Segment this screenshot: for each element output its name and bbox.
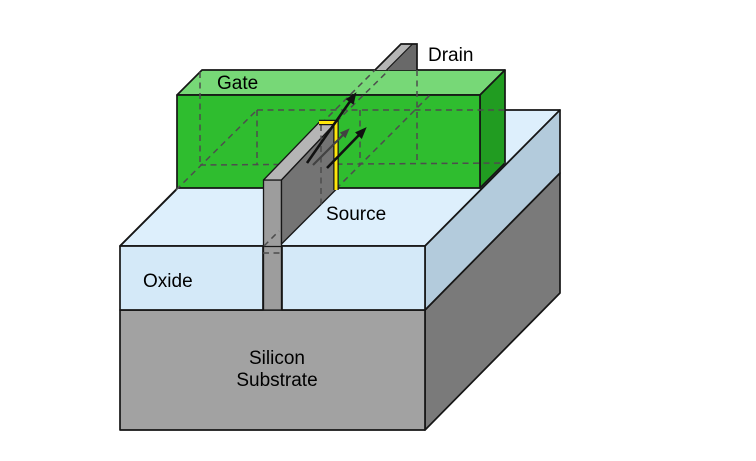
- fin-source-section: [262, 121, 337, 311]
- current-arrow-right: [326, 127, 367, 169]
- current-arrow-long: [305, 92, 357, 164]
- fin-base-hidden-edge: [335, 94, 431, 190]
- oxide-top-left-edge: [119, 189, 177, 247]
- oxide-label: Oxide: [143, 271, 193, 292]
- hidden-edge-lines: [175, 69, 506, 191]
- oxide-left-hidden-edge: [175, 109, 258, 191]
- gate-label: Gate: [217, 73, 258, 94]
- substrate-label-line2: Substrate: [236, 370, 317, 391]
- current-arrow-middle: [312, 128, 350, 166]
- drain-outline: [374, 43, 418, 71]
- silicon-substrate-block: [119, 172, 561, 431]
- drain-side-face: [386, 44, 417, 70]
- substrate-label-line1: Silicon: [249, 348, 305, 369]
- gate-back-bottom-hidden-edge: [199, 162, 506, 166]
- fin-front-end-face: [262, 179, 283, 311]
- drain-label: Drain: [428, 45, 473, 66]
- current-flow-arrows: [305, 92, 367, 169]
- labels: Gate Drain Source Oxide Silicon Substrat…: [143, 45, 473, 391]
- fin-top-left-hidden-edge: [320, 69, 376, 125]
- drain-top-face: [375, 44, 413, 70]
- drain-faces-divider-edge: [386, 43, 413, 71]
- hidden-edge-lines-over-fin: [263, 125, 322, 254]
- fin-drain-section: [374, 43, 418, 71]
- trench-left-hidden-edge: [263, 230, 280, 247]
- source-label: Source: [326, 204, 386, 225]
- oxide-front-face-right: [281, 245, 426, 311]
- fin-top-right-hidden-edge: [335, 69, 390, 123]
